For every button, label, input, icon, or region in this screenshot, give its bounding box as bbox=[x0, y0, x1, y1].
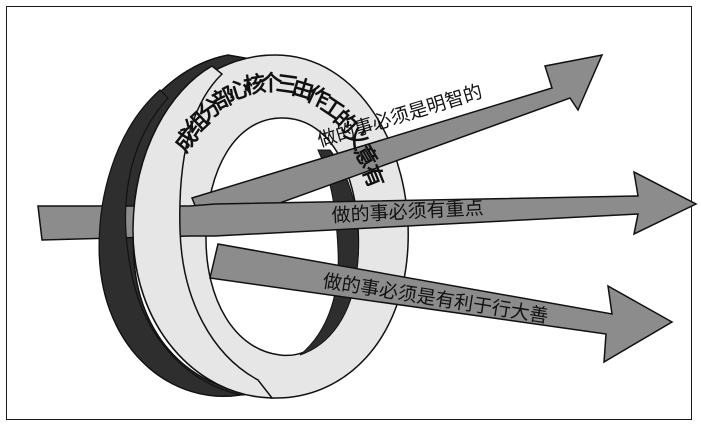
ring-char: 核 bbox=[242, 71, 268, 100]
arrow-3-shaft bbox=[209, 243, 674, 364]
ring-back-side-front bbox=[98, 89, 241, 397]
ring-char: 三 bbox=[274, 71, 299, 99]
ring-face-front-left bbox=[132, 65, 274, 399]
ring-char: 个 bbox=[260, 71, 283, 96]
